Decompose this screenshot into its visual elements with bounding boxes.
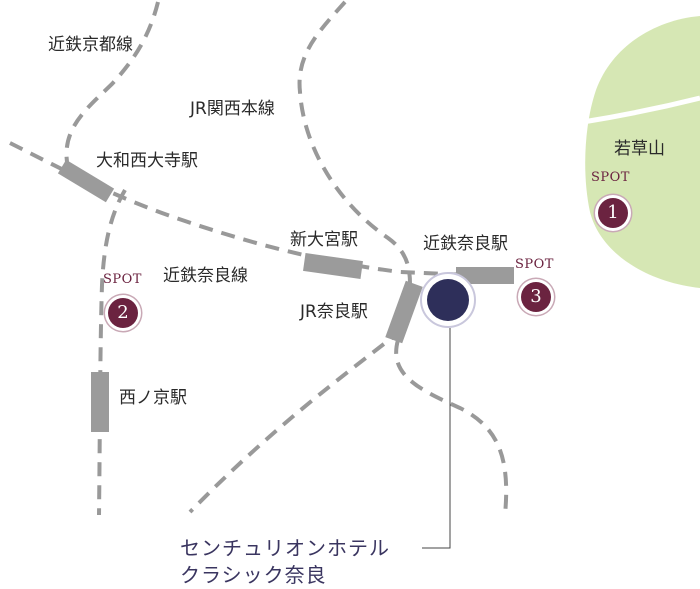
jr-line-southeast — [394, 339, 509, 516]
hotel-name-line2: クラシック奈良 — [180, 563, 327, 587]
kintetsu-nara-line — [9, 141, 471, 277]
station-block-yamato-saidaiji — [57, 159, 115, 203]
station-block-jr-nara — [385, 280, 423, 344]
hotel-leader-line — [422, 328, 451, 549]
station-label-shin-omiya: 新大宮駅 — [290, 230, 358, 250]
kashihara-line — [97, 188, 127, 516]
park-path — [582, 95, 700, 125]
park-label-wakakusayama: 若草山 — [614, 139, 665, 159]
station-label-kintetsu-nara: 近鉄奈良駅 — [423, 234, 508, 254]
spot-1-label: SPOT — [591, 170, 630, 185]
spot-3-marker[interactable]: 3 — [521, 282, 551, 312]
station-label-yamato-saidaiji: 大和西大寺駅 — [96, 151, 198, 171]
station-block-nishinokyo — [91, 372, 109, 432]
station-block-kintetsu-nara — [456, 267, 514, 284]
spot-1-marker[interactable]: 1 — [598, 198, 628, 228]
station-label-jr-nara: JR奈良駅 — [300, 302, 368, 322]
hotel-name-line1: センチュリオンホテル — [180, 536, 390, 560]
station-label-nishinokyo: 西ノ京駅 — [119, 388, 187, 408]
spot-2-label: SPOT — [103, 272, 142, 287]
spot-3-label: SPOT — [515, 257, 554, 272]
line-label-kintetsu-kyoto: 近鉄京都線 — [48, 35, 133, 55]
kintetsu-kyoto-line — [64, 1, 160, 169]
hotel-marker-icon — [427, 279, 469, 321]
station-block-shin-omiya — [303, 253, 363, 279]
jr-line-southwest — [188, 328, 404, 514]
spot-2-marker[interactable]: 2 — [108, 298, 138, 328]
jr-kansai-line-north — [297, 0, 412, 285]
line-label-kintetsu-nara: 近鉄奈良線 — [163, 266, 248, 286]
line-label-jr-kansai: JR関西本線 — [190, 99, 275, 119]
